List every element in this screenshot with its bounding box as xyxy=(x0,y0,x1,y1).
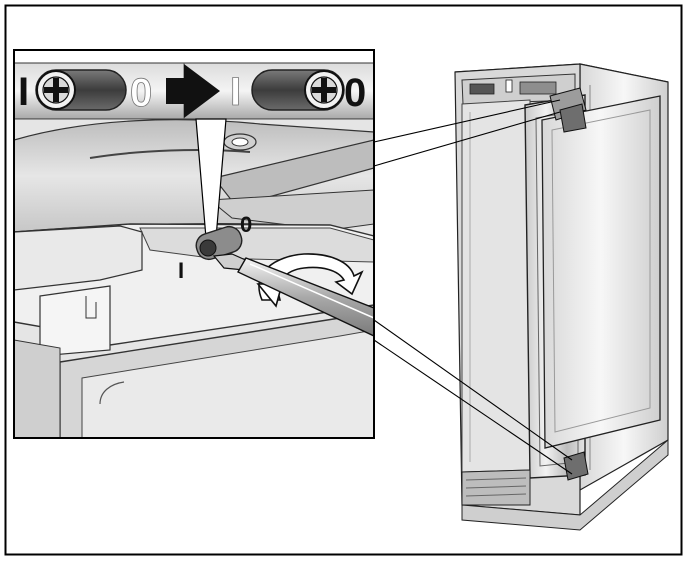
switch-before: I 0 xyxy=(18,69,153,115)
switch-diagram: I 0 I 0 xyxy=(13,62,375,120)
switch-detail: I 0 xyxy=(178,212,252,283)
screw-head-icon xyxy=(304,70,344,110)
screw-head-icon xyxy=(36,70,76,110)
switch-detail-off-label: 0 xyxy=(240,212,252,237)
callout-lines xyxy=(373,99,573,475)
switch-before-off-label: 0 xyxy=(130,71,152,115)
refrigerator xyxy=(454,63,669,531)
switch-after-on-label: I xyxy=(230,70,241,114)
switch-after: I 0 xyxy=(230,69,366,115)
arrow-right-icon xyxy=(166,64,220,118)
switch-before-on-label: I xyxy=(18,70,29,114)
switch-detail-on-label: I xyxy=(178,258,184,283)
switch-after-off-label: 0 xyxy=(344,71,366,115)
